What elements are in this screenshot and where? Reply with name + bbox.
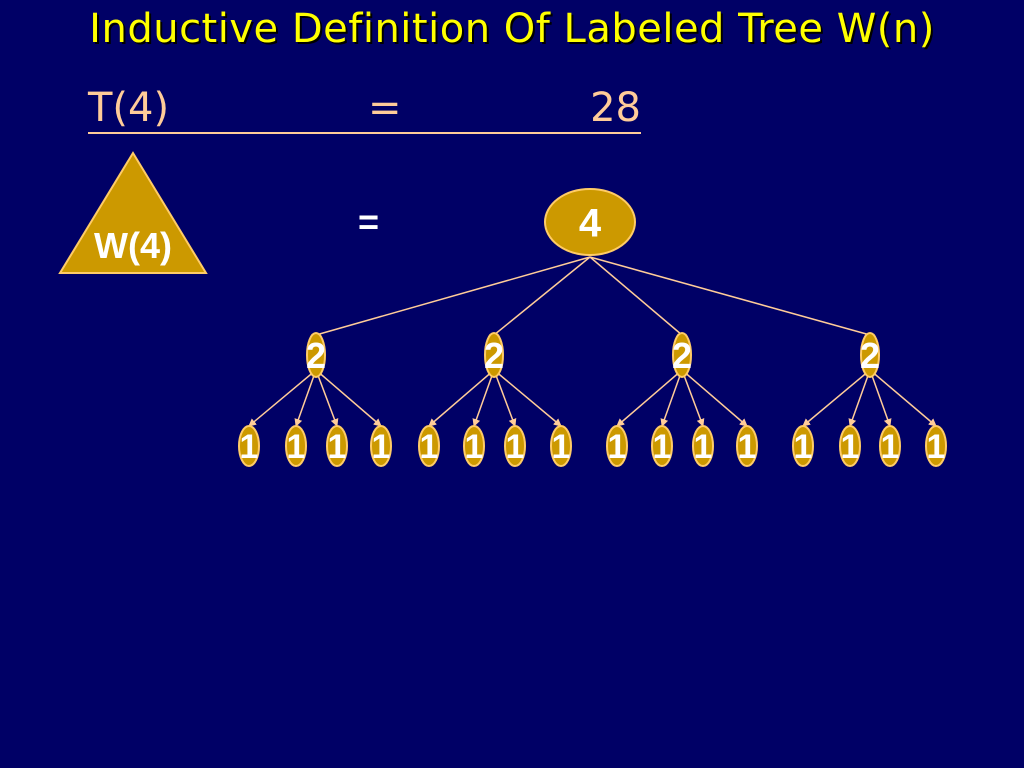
tree-mid-node-4: 2 [860,332,880,378]
tree-leaf-node-4-1-label: 1 [794,428,813,466]
edge-mid-1-to-leaf-3 [315,369,339,427]
tree-leaf-node-1-2-label: 1 [287,428,306,466]
tree-leaf-node-4-2-label: 1 [841,428,860,466]
tree-leaf-node-2-1-label: 1 [420,428,439,466]
tree-root-node-label: 4 [579,201,602,245]
tree-leaf-node-3-2: 1 [651,425,673,467]
tree-leaf-node-1-1: 1 [238,425,260,467]
tree-leaf-node-4-3-label: 1 [881,428,900,466]
tree-leaf-node-3-2-shape [651,425,673,467]
tree-root-node: 4 [544,188,636,256]
tree-leaf-node-3-1-shape [606,425,628,467]
edge-mid-3-to-leaf-4 [681,369,748,427]
edge-mid-4-to-leaf-2 [848,369,871,427]
tree-leaf-node-2-1: 1 [418,425,440,467]
edge-mid-1-to-leaf-2 [294,369,317,427]
tree-mid-node-2-shape [484,332,504,378]
edge-root-to-mid-2 [493,256,591,336]
edge-mid-4-to-leaf-1 [802,369,871,427]
tree-leaf-node-4-3: 1 [879,425,901,467]
count-equation: T(4) = 28 [88,84,641,134]
equation-sign: = [368,85,402,131]
tree-leaf-node-3-4: 1 [736,425,758,467]
tree-leaf-node-1-3-label: 1 [328,428,347,466]
tree-leaf-node-4-4-label: 1 [927,428,946,466]
tree-mid-node-3: 2 [672,332,692,378]
tree-leaf-node-1-4-label: 1 [372,428,391,466]
tree-leaf-node-2-4-label: 1 [552,428,571,466]
triangle-shape [58,151,208,274]
tree-mid-node-2-label: 2 [484,335,504,376]
tree-leaf-node-1-4: 1 [370,425,392,467]
tree-mid-node-3-label: 2 [672,335,692,376]
tree-leaf-node-2-3-label: 1 [506,428,525,466]
tree-leaf-node-3-3: 1 [692,425,714,467]
tree-mid-node-1-label: 2 [306,335,326,376]
tree-leaf-node-2-2-shape [463,425,485,467]
edge-mid-3-to-leaf-1 [616,369,683,427]
edge-mid-4-to-leaf-4 [869,369,937,427]
triangle-label: W(4) [94,225,172,266]
tree-leaf-node-4-4-shape [925,425,947,467]
tree-leaf-node-4-4: 1 [925,425,947,467]
tree-mid-node-3-shape [672,332,692,378]
tree-leaf-node-3-4-shape [736,425,758,467]
tree-leaf-node-4-1-shape [792,425,814,467]
tree-leaf-node-1-1-shape [238,425,260,467]
tree-leaf-node-3-4-label: 1 [738,428,757,466]
tree-root-node-shape [544,188,636,256]
tree-leaf-node-1-1-label: 1 [240,428,259,466]
tree-mid-node-1-shape [306,332,326,378]
tree-leaf-node-1-3-shape [326,425,348,467]
edge-mid-3-to-leaf-2 [660,369,683,427]
tree-leaf-node-4-2-shape [839,425,861,467]
tree-leaf-node-1-3: 1 [326,425,348,467]
tree-leaf-node-3-2-label: 1 [653,428,672,466]
tree-mid-node-4-shape [860,332,880,378]
tree-leaf-node-1-4-shape [370,425,392,467]
tree-leaf-node-2-4-shape [550,425,572,467]
edge-mid-2-to-leaf-2 [472,369,495,427]
tree-leaf-node-3-1-label: 1 [608,428,627,466]
equation-lhs: T(4) [88,85,170,131]
edge-root-to-mid-3 [589,256,683,336]
edge-root-to-mid-1 [315,256,591,336]
tree-leaf-node-2-3-shape [504,425,526,467]
tree-leaf-node-2-3: 1 [504,425,526,467]
tree-leaf-node-2-4: 1 [550,425,572,467]
subtree-triangle: W(4) [58,151,208,274]
edge-mid-2-to-leaf-3 [493,369,517,427]
tree-leaf-node-2-1-shape [418,425,440,467]
tree-leaf-node-4-2: 1 [839,425,861,467]
equation-rhs: 28 [590,85,641,131]
slide-title: Inductive Definition Of Labeled Tree W(n… [89,6,935,52]
tree-leaf-node-2-2-label: 1 [465,428,484,466]
edge-mid-2-to-leaf-1 [428,369,495,427]
edge-mid-1-to-leaf-4 [315,369,382,427]
tree-mid-node-1: 2 [306,332,326,378]
tree-leaf-node-3-3-label: 1 [694,428,713,466]
edge-mid-1-to-leaf-1 [248,369,317,427]
edge-mid-2-to-leaf-4 [493,369,562,427]
tree-edges [248,256,937,427]
tree-leaf-node-4-1: 1 [792,425,814,467]
tree-leaf-node-4-3-shape [879,425,901,467]
tree-mid-node-2: 2 [484,332,504,378]
tree-leaf-node-2-2: 1 [463,425,485,467]
tree-equals-sign: = [358,201,380,242]
edge-mid-4-to-leaf-3 [869,369,892,427]
edge-mid-3-to-leaf-3 [681,369,705,427]
tree-leaf-node-1-2-shape [285,425,307,467]
tree-leaf-node-1-2: 1 [285,425,307,467]
tree-mid-node-4-label: 2 [860,335,880,376]
tree-leaf-node-3-3-shape [692,425,714,467]
edge-root-to-mid-4 [589,256,871,336]
tree-leaf-node-3-1: 1 [606,425,628,467]
